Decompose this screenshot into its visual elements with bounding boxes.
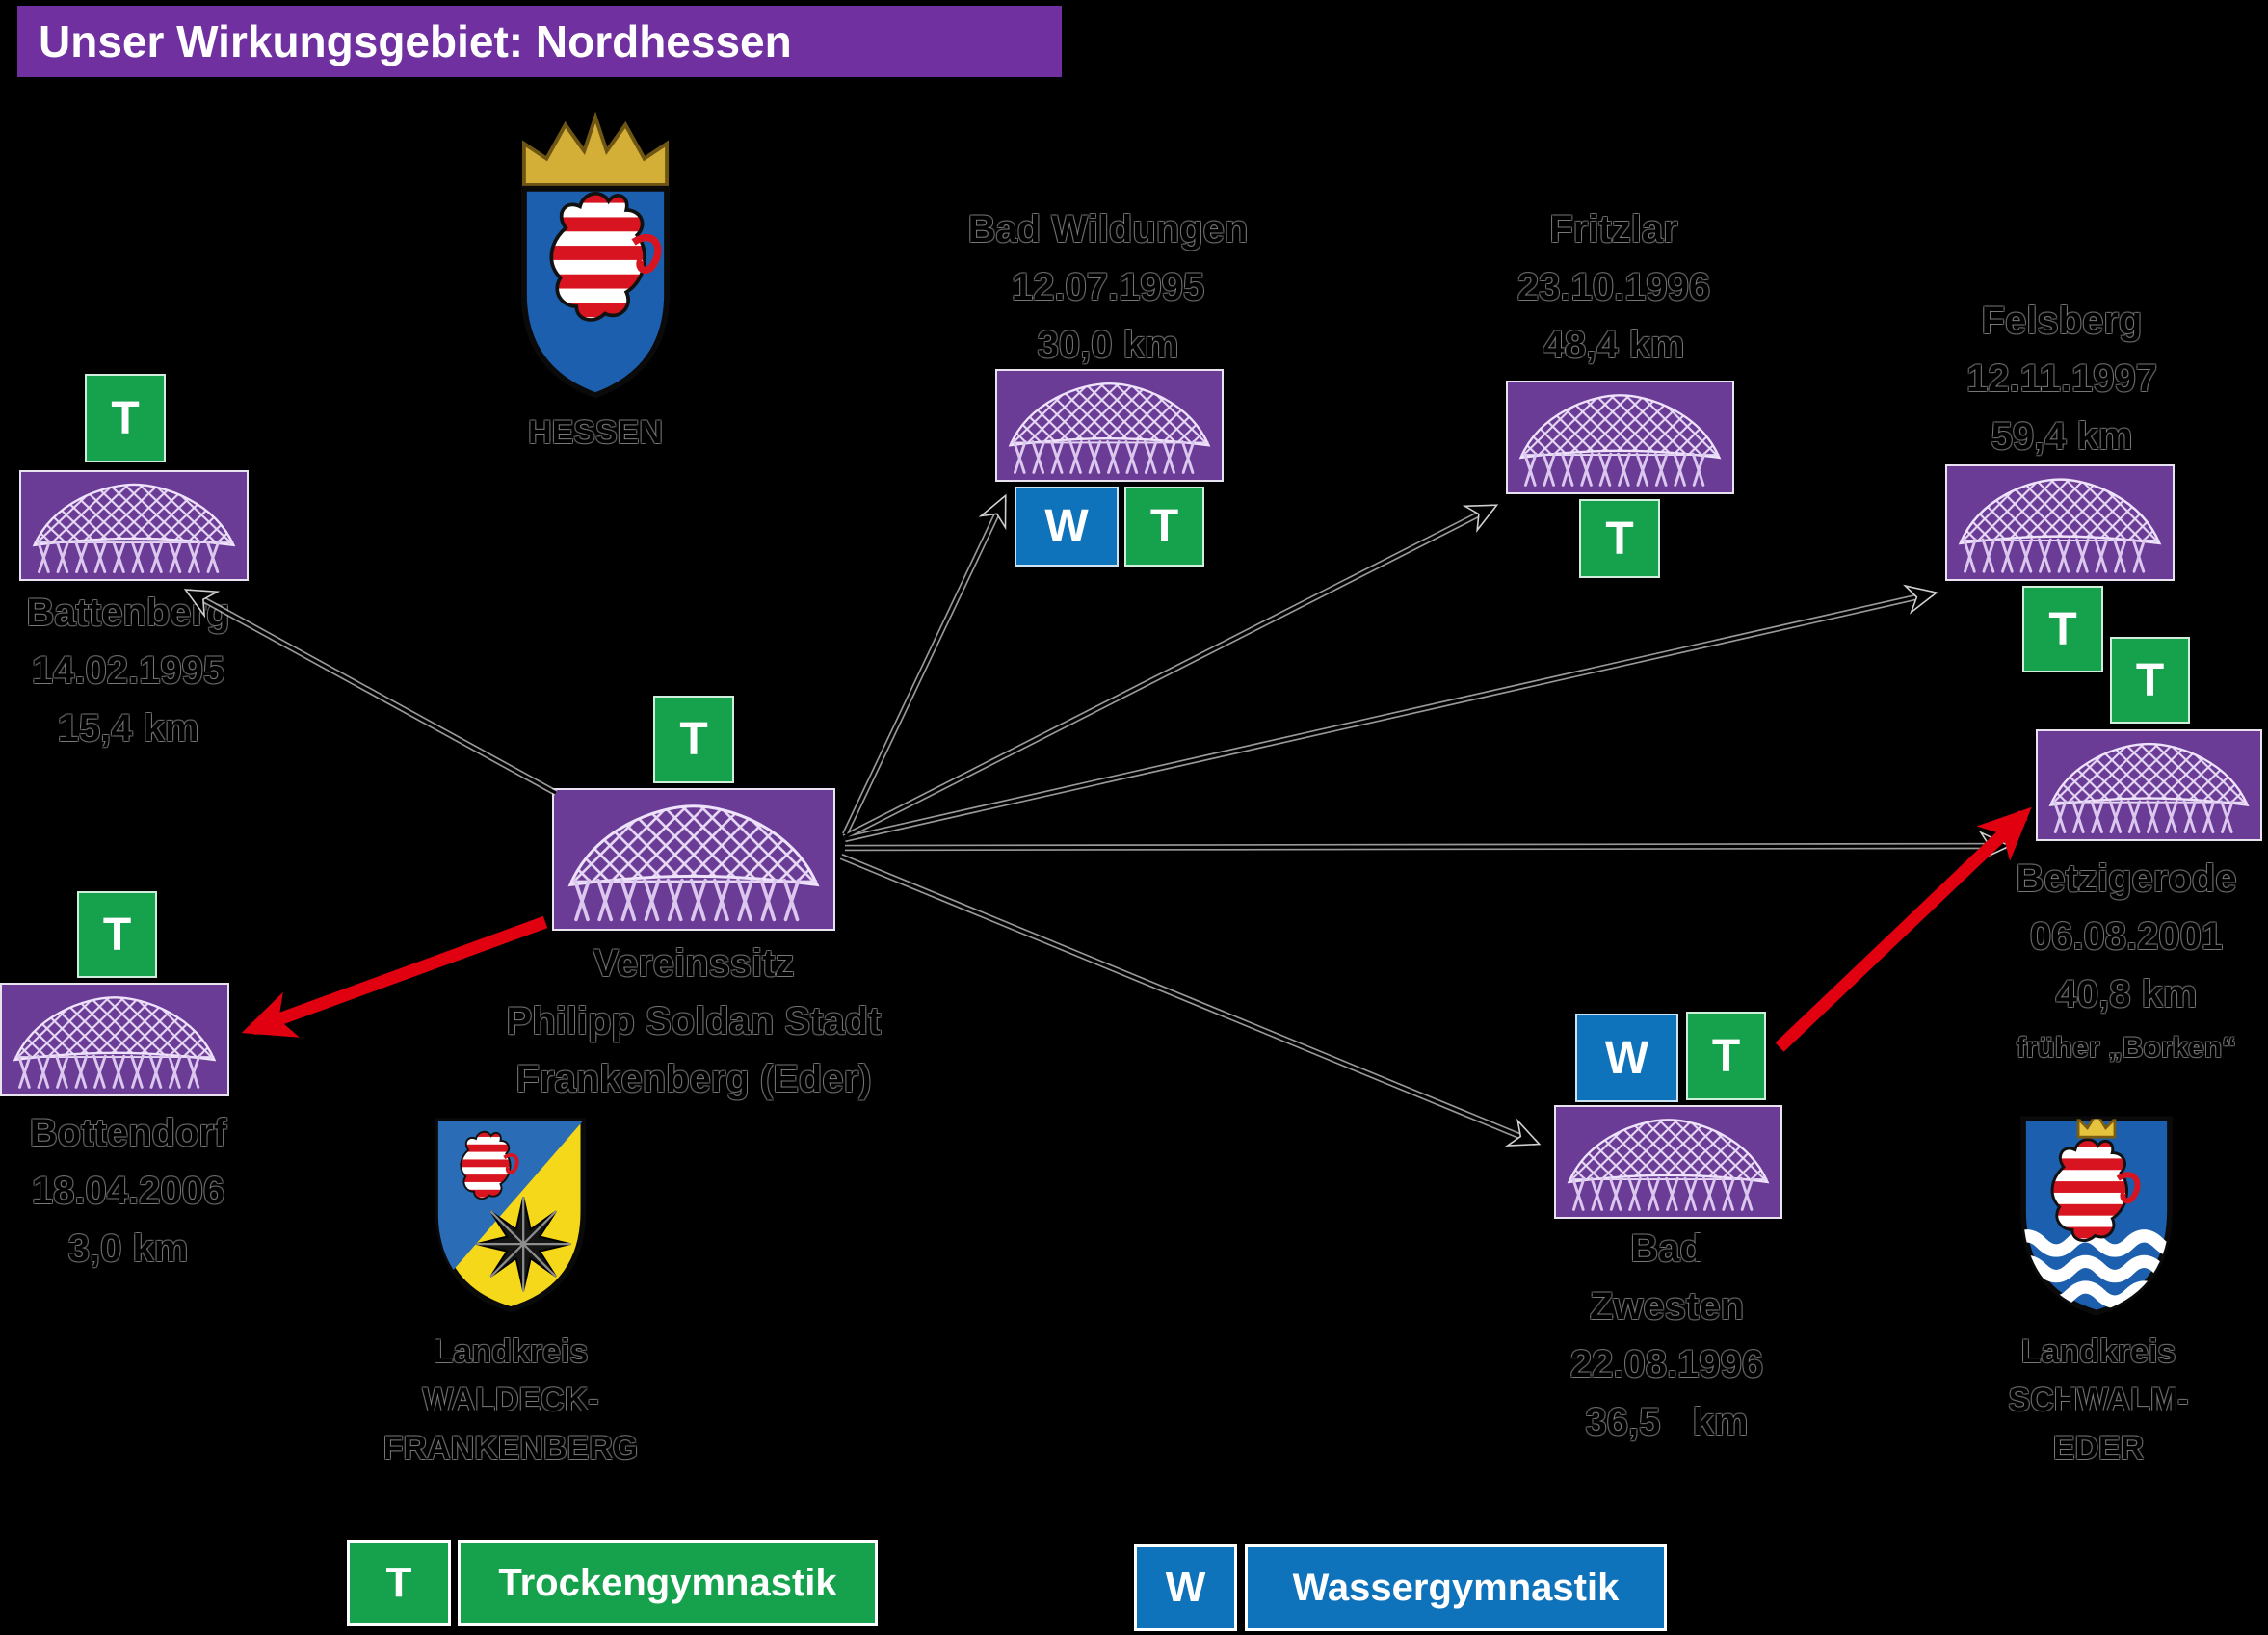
bad-wildungen-logo (995, 369, 1224, 482)
caption-line: Landkreis (2020, 1333, 2176, 1370)
vereinssitz-line: Vereinssitz (593, 942, 795, 985)
bad-wildungen-t-badge: T (1124, 487, 1204, 567)
schwalm-crest-image (2020, 1116, 2173, 1316)
red-arrow-to-bottendorf (241, 915, 548, 1038)
badge-letter: T (1605, 513, 1634, 565)
badge-letter: W (1604, 1032, 1649, 1084)
location-date: 12.11.1997 (1966, 357, 2157, 400)
location-distance: 3,0 km (67, 1227, 189, 1270)
badge-letter: W (1044, 501, 1089, 552)
crown-icon (2076, 1119, 2117, 1139)
hessen-caption: HESSEN (499, 409, 692, 457)
location-name: Fritzlar (1549, 208, 1678, 251)
caption-line: EDER (2052, 1430, 2145, 1466)
vereinssitz-t-badge: T (653, 696, 734, 783)
legend-letter: T (385, 1559, 412, 1606)
legend-w-label: Wassergymnastik (1245, 1544, 1667, 1631)
badge-letter: T (1149, 501, 1179, 552)
betzigerode-label: Betzigerode 06.08.2001 40,8 km früher „B… (1985, 850, 2268, 1073)
arrow-to-fritzlar (843, 507, 1493, 839)
waldeck-crest-image (435, 1118, 587, 1312)
legend-letter: W (1165, 1564, 1206, 1611)
arrow-to-bad-wildungen (843, 499, 1004, 835)
badge-letter: T (2135, 654, 2165, 706)
badge-letter: T (111, 392, 140, 444)
badge-letter: T (1711, 1030, 1741, 1082)
legend-label-text: Trockengymnastik (498, 1561, 837, 1604)
legend-w-symbol: W (1134, 1544, 1237, 1631)
bottendorf-label: Bottendorf 18.04.2006 3,0 km (0, 1104, 256, 1278)
location-name: Betzigerode (2016, 857, 2237, 900)
crown-icon (521, 111, 670, 187)
arrow-to-felsberg (844, 593, 1933, 841)
bad-zwesten-w-badge: W (1575, 1014, 1678, 1102)
title-banner: Unser Wirkungsgebiet: Nordhessen (17, 6, 1062, 77)
bad-wildungen-w-badge: W (1015, 487, 1119, 567)
battenberg-label: Battenberg 14.02.1995 15,4 km (0, 584, 256, 757)
location-distance: 15,4 km (57, 707, 199, 750)
location-name: Bad (1630, 1227, 1703, 1270)
waldeck-caption: Landkreis WALDECK- FRANKENBERG (356, 1328, 665, 1472)
location-date: 22.08.1996 (1569, 1343, 1764, 1385)
location-distance: 59,4 km (1991, 415, 2133, 458)
location-distance: 36,5 km (1585, 1401, 1749, 1443)
location-distance: 40,8 km (2055, 973, 2198, 1015)
hessen-caption-text: HESSEN (528, 414, 663, 451)
vereinssitz-label: Vereinssitz Philipp Soldan Stadt Franken… (472, 935, 915, 1108)
location-date: 23.10.1996 (1516, 266, 1711, 308)
caption-line: Landkreis (433, 1333, 589, 1370)
hessen-crest-image (520, 111, 671, 399)
location-name: Bottendorf (29, 1112, 227, 1154)
felsberg-logo (1945, 464, 2175, 581)
badge-letter: T (679, 714, 708, 765)
fritzlar-label: Fritzlar 23.10.1996 48,4 km (1436, 200, 1792, 374)
waldeck-frankenberg-crest (412, 1106, 609, 1324)
page-title: Unser Wirkungsgebiet: Nordhessen (39, 16, 792, 66)
bad-zwesten-logo (1554, 1105, 1782, 1219)
betzigerode-t-badge: T (2110, 637, 2190, 724)
location-date: 06.08.2001 (2029, 915, 2224, 958)
vereinssitz-logo (552, 788, 835, 931)
arrow-to-betzigerode (844, 846, 2006, 848)
legend-t-symbol: T (347, 1540, 451, 1626)
felsberg-label: Felsberg 12.11.1997 59,4 km (1884, 292, 2240, 465)
location-name: Felsberg (1981, 300, 2143, 342)
caption-line: WALDECK- (422, 1382, 599, 1418)
caption-line: FRANKENBERG (382, 1430, 639, 1466)
location-date: 18.04.2006 (31, 1170, 225, 1212)
fritzlar-logo (1506, 381, 1734, 494)
vereinssitz-line: Frankenberg (Eder) (515, 1058, 872, 1100)
location-date: 14.02.1995 (31, 649, 225, 692)
arrow-to-bad-zwesten (840, 855, 1536, 1143)
caption-line: SCHWALM- (2008, 1382, 2189, 1418)
location-name: Bad Wildungen (967, 208, 1249, 251)
bottendorf-logo (0, 983, 229, 1096)
fritzlar-t-badge: T (1579, 499, 1660, 578)
bad-zwesten-label: Bad Zwesten 22.08.1996 36,5 km (1503, 1220, 1831, 1451)
vereinssitz-line: Philipp Soldan Stadt (506, 1000, 882, 1042)
location-distance: 30,0 km (1037, 324, 1179, 366)
location-distance: 48,4 km (1543, 324, 1685, 366)
felsberg-t-badge: T (2022, 586, 2103, 672)
badge-letter: T (2048, 603, 2077, 655)
betzigerode-logo (2036, 729, 2262, 841)
bad-wildungen-label: Bad Wildungen 12.07.1995 30,0 km (925, 200, 1291, 374)
badge-letter: T (102, 909, 132, 961)
location-name: Zwesten (1589, 1285, 1745, 1328)
battenberg-logo (19, 470, 249, 581)
arrow-to-battenberg (189, 592, 557, 795)
location-date: 12.07.1995 (1011, 266, 1205, 308)
legend-t-label: Trockengymnastik (458, 1540, 878, 1626)
bad-zwesten-t-badge: T (1686, 1012, 1766, 1100)
legend-label-text: Wassergymnastik (1292, 1566, 1620, 1609)
battenberg-t-badge: T (85, 374, 166, 462)
bottendorf-t-badge: T (77, 891, 157, 978)
red-arrow-zwesten-to-betzigerode (1775, 806, 2032, 1052)
location-note: früher „Borken“ (2016, 1032, 2237, 1064)
schwalm-eder-crest (2000, 1104, 2193, 1324)
hessen-crest (497, 106, 694, 407)
schwalm-caption: Landkreis SCHWALM- EDER (1954, 1328, 2243, 1472)
